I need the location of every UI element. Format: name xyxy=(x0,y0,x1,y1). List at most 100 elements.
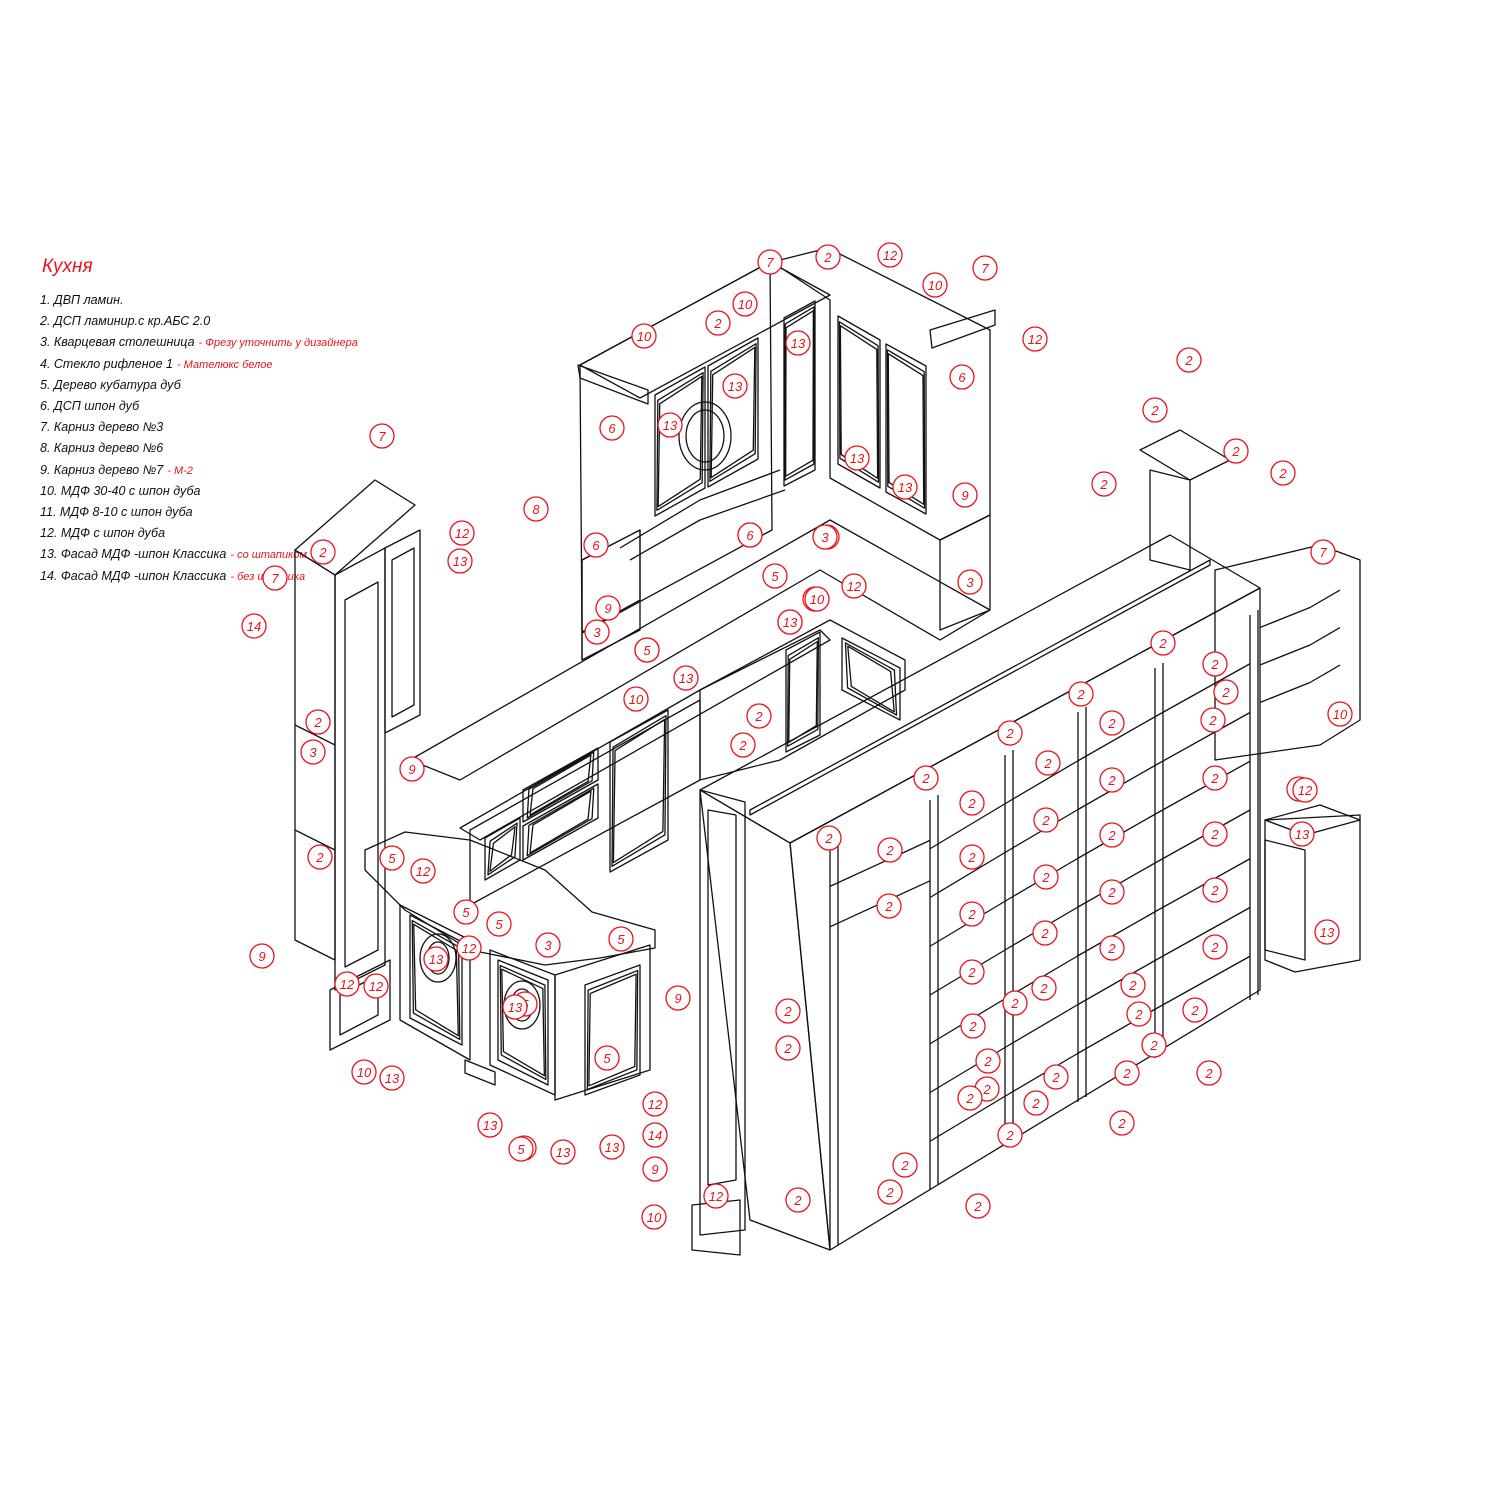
callout-number: 7 xyxy=(981,261,989,276)
callout-marker: 9 xyxy=(249,943,275,969)
callout-circle xyxy=(703,1183,729,1209)
callout-marker: 5 xyxy=(379,845,405,871)
callout-number: 2 xyxy=(793,1193,802,1208)
callout-number: 10 xyxy=(1333,707,1348,722)
callout-circle xyxy=(959,901,985,927)
callout-marker: 2 xyxy=(746,703,772,729)
door-panel xyxy=(785,631,821,753)
callout-marker: 2 xyxy=(877,837,903,863)
callout-marker: 9 xyxy=(642,1156,668,1182)
shelving-side xyxy=(699,789,831,1251)
shelf xyxy=(1154,711,1251,767)
callout-circle xyxy=(550,1139,576,1165)
callout-marker: 12 xyxy=(1292,777,1318,803)
legend-item: 1. ДВП ламин. xyxy=(40,293,124,307)
callout-number: 9 xyxy=(408,762,415,777)
callout-number: 7 xyxy=(378,429,386,444)
callout-circle xyxy=(641,1204,667,1230)
callout-marker: 12 xyxy=(363,973,389,999)
callout-circle xyxy=(1120,972,1146,998)
callout-number: 7 xyxy=(271,571,279,586)
shelf xyxy=(1004,1052,1079,1097)
callout-number: 9 xyxy=(258,949,265,964)
island-plinth xyxy=(464,1059,496,1086)
callout-circle xyxy=(1002,990,1028,1016)
callout-number: 2 xyxy=(1231,444,1240,459)
callout-circle xyxy=(642,1156,668,1182)
callout-circle xyxy=(1031,975,1057,1001)
callout-circle xyxy=(631,323,657,349)
door-panel-molding xyxy=(710,346,756,479)
door-panel-inner xyxy=(586,969,639,1091)
callout-marker: 2 xyxy=(1141,1032,1167,1058)
callout-number: 12 xyxy=(709,1189,724,1204)
callout-number: 2 xyxy=(1099,477,1108,492)
callout-marker: 2 xyxy=(1043,1064,1069,1090)
door-panel-molding xyxy=(588,973,637,1087)
open-shelf xyxy=(1259,664,1341,704)
callout-number: 2 xyxy=(965,1091,974,1106)
callout-circle xyxy=(477,1112,503,1138)
callout-marker: 13 xyxy=(657,412,683,438)
callout-marker: 3 xyxy=(812,524,838,550)
callout-number: 2 xyxy=(1041,870,1050,885)
legend-item: 11. МДФ 8-10 с шпон дуба xyxy=(40,505,193,520)
callout-circle xyxy=(816,825,842,851)
callout-circle xyxy=(249,943,275,969)
end-pilaster-inner xyxy=(707,809,737,1186)
shelf xyxy=(929,1095,1006,1142)
door-panel-inner xyxy=(611,714,667,868)
drawer-front xyxy=(522,783,599,861)
callout-number: 5 xyxy=(603,1051,611,1066)
callout-circle xyxy=(423,946,449,972)
door-panel-molding xyxy=(501,968,545,1077)
callout-number: 2 xyxy=(1149,1038,1158,1053)
callout-circle xyxy=(1314,919,1340,945)
callout-marker: 2 xyxy=(1142,397,1168,423)
drawer-front-molding xyxy=(529,754,592,816)
callout-marker: 13 xyxy=(379,1065,405,1091)
callout-circle xyxy=(972,255,998,281)
callout-circle xyxy=(623,686,649,712)
quartz-countertop-back xyxy=(409,519,991,781)
shelf xyxy=(1004,1003,1079,1049)
callout-number: 2 xyxy=(921,771,930,786)
callout-marker: 2 xyxy=(705,310,731,336)
callout-circle xyxy=(599,1134,625,1160)
callout-number: 12 xyxy=(369,979,384,994)
callout-circle xyxy=(307,844,333,870)
callout-number: 2 xyxy=(1005,1128,1014,1143)
callout-circle xyxy=(300,739,326,765)
pilaster-front xyxy=(334,547,386,991)
door-panel-inner xyxy=(784,306,815,481)
door-panel-molding xyxy=(788,640,818,744)
callout-number: 14 xyxy=(648,1128,662,1143)
callout-marker: 9 xyxy=(595,595,621,621)
callout-circle xyxy=(1270,460,1296,486)
callout-circle xyxy=(877,837,903,863)
callout-circle xyxy=(841,573,867,599)
callout-number: 5 xyxy=(462,905,470,920)
callout-marker: 7 xyxy=(262,565,288,591)
door-panel-inner xyxy=(709,343,757,482)
edge xyxy=(294,724,336,746)
callout-marker: 3 xyxy=(535,932,561,958)
callout-circle xyxy=(1099,822,1125,848)
callout-marker: 2 xyxy=(892,1152,918,1178)
callout-circle xyxy=(1022,326,1048,352)
callout-marker: 7 xyxy=(1310,539,1336,565)
callout-number: 9 xyxy=(674,991,681,1006)
callout-marker: 13 xyxy=(550,1139,576,1165)
callout-circle xyxy=(447,548,473,574)
callout-marker: 2 xyxy=(775,1035,801,1061)
callout-marker: 2 xyxy=(997,720,1023,746)
callout-number: 12 xyxy=(648,1097,663,1112)
island-front-left xyxy=(399,904,471,1061)
callout-marker: 10 xyxy=(641,1204,667,1230)
callout-number: 2 xyxy=(1190,1003,1199,1018)
door-panel xyxy=(707,337,759,488)
callout-number: 2 xyxy=(1184,353,1193,368)
callout-marker: 13 xyxy=(892,474,918,500)
callout-marker: 10 xyxy=(804,586,830,612)
callout-circle xyxy=(1114,1060,1140,1086)
